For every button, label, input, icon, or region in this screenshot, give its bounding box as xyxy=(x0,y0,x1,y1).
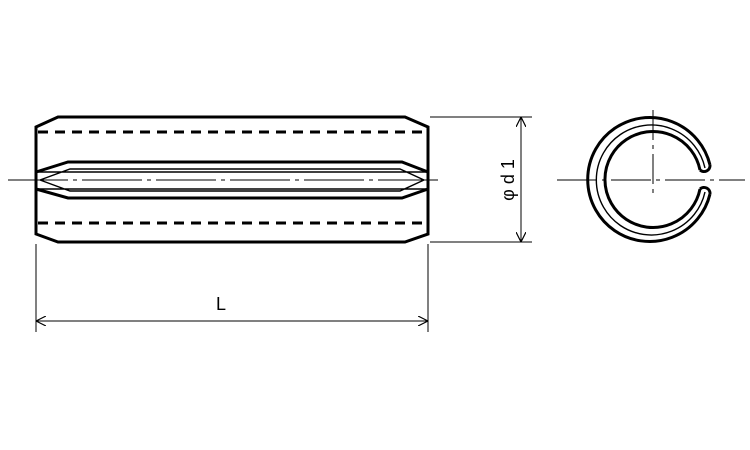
slot-outer-edge xyxy=(35,160,429,200)
pin-side-view xyxy=(8,115,440,244)
length-label: L xyxy=(216,294,226,314)
pin-outline xyxy=(34,115,430,244)
diameter-dimension: φ d 1 xyxy=(430,116,532,243)
diameter-label: φ d 1 xyxy=(498,159,518,201)
pin-end-view xyxy=(557,110,745,243)
length-dimension: L xyxy=(35,244,429,332)
ring-slot-end-top xyxy=(698,164,712,173)
ring-slot-end-bottom xyxy=(698,186,712,195)
slot-inner-edge xyxy=(36,168,428,192)
